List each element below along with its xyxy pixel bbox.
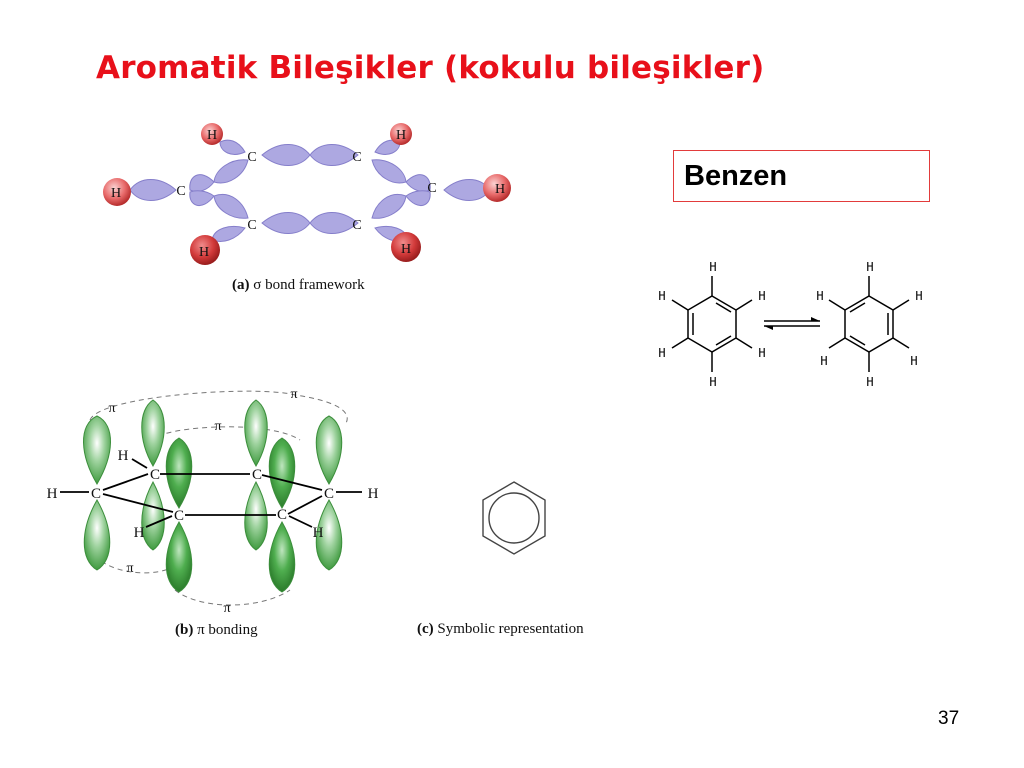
- atom-carbon: C: [324, 486, 334, 502]
- atom-hydrogen: H: [658, 346, 665, 360]
- atom-hydrogen: H: [915, 289, 922, 303]
- atom-hydrogen: H: [758, 289, 765, 303]
- atom-carbon: C: [174, 508, 184, 524]
- caption-text: Symbolic representation: [437, 621, 584, 637]
- atom-hydrogen: H: [368, 486, 379, 502]
- compound-name: Benzen: [684, 160, 788, 192]
- page-number: 37: [938, 708, 960, 729]
- pi-label: π: [223, 601, 230, 616]
- atom-hydrogen: H: [118, 448, 129, 464]
- atom-hydrogen: H: [709, 260, 716, 274]
- atom-carbon: C: [91, 486, 101, 502]
- atom-hydrogen: H: [758, 346, 765, 360]
- atom-hydrogen: H: [396, 128, 406, 143]
- caption-label: (a): [232, 277, 250, 293]
- caption-text: bond framework: [265, 277, 365, 293]
- kekule-resonance: H H H H H H H H H H H H: [658, 260, 922, 389]
- caption-text: bonding: [208, 622, 258, 638]
- atom-carbon: C: [352, 218, 361, 233]
- atom-hydrogen: H: [199, 245, 209, 260]
- pi-bonding-figure: C C C C C C H H H H H π π π π π: [47, 387, 379, 616]
- atom-hydrogen: H: [709, 375, 716, 389]
- pi-label: π: [290, 387, 297, 402]
- atom-carbon: C: [150, 467, 160, 483]
- atom-hydrogen: H: [866, 260, 873, 274]
- caption-label: (c): [417, 621, 434, 637]
- compound-name-box: Benzen: [673, 150, 930, 202]
- atom-carbon: C: [427, 181, 436, 196]
- atom-hydrogen: H: [111, 186, 121, 201]
- pi-label: π: [126, 561, 133, 576]
- atom-hydrogen: H: [134, 525, 145, 541]
- caption-sigma-framework: (a) σ bond framework: [232, 277, 365, 294]
- atom-carbon: C: [252, 467, 262, 483]
- atom-carbon: C: [176, 184, 185, 199]
- atom-hydrogen: H: [401, 242, 411, 257]
- atom-carbon: C: [247, 150, 256, 165]
- atom-hydrogen: H: [313, 525, 324, 541]
- atom-hydrogen: H: [495, 182, 505, 197]
- atom-carbon: C: [352, 150, 361, 165]
- symbolic-benzene: [482, 481, 546, 555]
- atom-hydrogen: H: [816, 289, 823, 303]
- atom-carbon: C: [277, 507, 287, 523]
- pi-label: π: [214, 419, 221, 434]
- pi-label: π: [108, 401, 115, 416]
- equilibrium-arrows: [764, 317, 820, 330]
- atom-hydrogen: H: [658, 289, 665, 303]
- atom-hydrogen: H: [910, 354, 917, 368]
- caption-symbol: σ: [253, 277, 262, 293]
- atom-carbon: C: [247, 218, 256, 233]
- slide-title: Aromatik Bileşikler (kokulu bileşikler): [96, 50, 765, 86]
- atom-hydrogen: H: [820, 354, 827, 368]
- caption-symbolic: (c) Symbolic representation: [417, 621, 584, 638]
- caption-label: (b): [175, 622, 194, 638]
- atom-hydrogen: H: [207, 128, 217, 143]
- caption-symbol: π: [197, 622, 205, 638]
- sigma-framework-figure: C C C C C C H H H H H H: [103, 123, 511, 265]
- atom-hydrogen: H: [47, 486, 58, 502]
- caption-pi-bonding: (b) π bonding: [175, 622, 258, 639]
- atom-hydrogen: H: [866, 375, 873, 389]
